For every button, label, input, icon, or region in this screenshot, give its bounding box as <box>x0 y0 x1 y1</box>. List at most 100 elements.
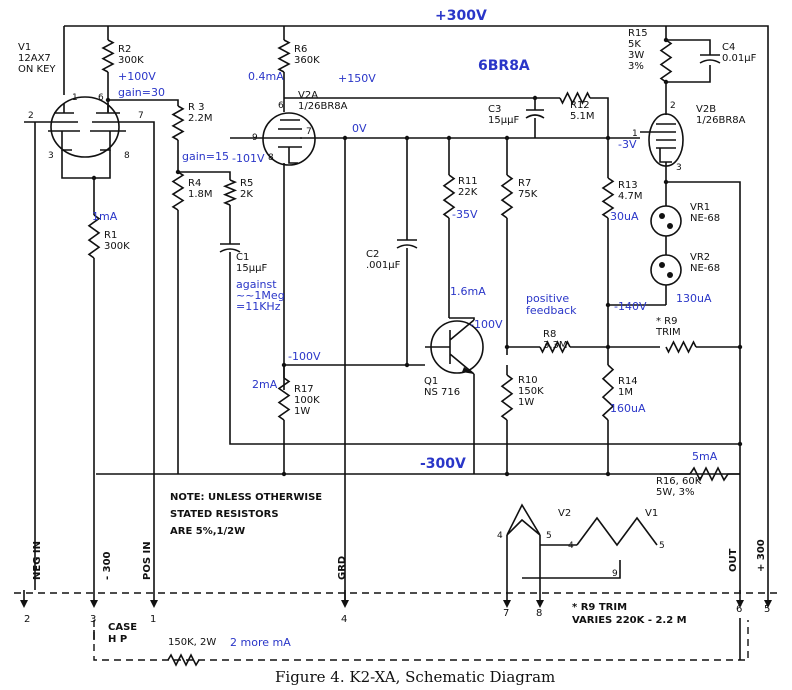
tube-pin-number: 2 <box>28 111 34 121</box>
terminal-number: 8 <box>536 608 542 619</box>
capacitors <box>219 54 721 275</box>
r14-label: 1M <box>618 387 633 398</box>
annot-5ma: 5mA <box>692 450 718 463</box>
resistor-zigzag <box>601 364 615 421</box>
terminals <box>14 578 778 661</box>
note-text: ARE 5%,1/2W <box>170 526 245 537</box>
rails <box>64 25 769 590</box>
terminal-number: 1 <box>150 614 156 625</box>
note-text: STATED RESISTORS <box>170 509 279 520</box>
v2b-label: 1/26BR8A <box>696 115 746 126</box>
r11-label: 22K <box>458 187 478 198</box>
r13-label: R13 <box>618 180 638 191</box>
resistor-zigzag <box>87 214 101 259</box>
trim-note: VARIES 220K - 2.2 M <box>572 615 687 626</box>
tube-pin-number: 1 <box>632 129 638 139</box>
annot-30ua: 30uA <box>610 210 639 223</box>
r6-label: 360K <box>294 55 320 66</box>
annot-2ma: 2mA <box>252 378 278 391</box>
r17-label: R17 <box>294 384 314 395</box>
base-pin-number: 9 <box>612 569 618 579</box>
r6-label: R6 <box>294 44 307 55</box>
terminal-pos-in-label: POS IN <box>142 541 153 580</box>
annot-160ua: 160uA <box>610 402 646 415</box>
v1-label: V1 <box>18 42 31 53</box>
c2-label: .001µF <box>366 260 401 271</box>
r9-label: TRIM <box>655 327 681 338</box>
r13-label: 4.7M <box>618 191 643 202</box>
resistor-zigzag <box>559 91 591 105</box>
r8-label: R8 <box>543 329 556 340</box>
tube-type-label: 6BR8A <box>478 58 530 74</box>
r3-label: R 3 <box>188 102 205 113</box>
v1-label: 12AX7 <box>18 53 51 64</box>
r16-label: 5W, 3% <box>656 487 694 498</box>
r3-label: 2.2M <box>188 113 213 124</box>
c4-label: 0.01µF <box>722 53 757 64</box>
r15-label: R15 <box>628 28 648 39</box>
resistor-zigzag <box>171 171 185 211</box>
rail-neg-label: -300V <box>420 456 466 472</box>
r150k-label: 150K, 2W <box>168 637 216 648</box>
terminal-plus300-label: + 300 <box>756 539 767 572</box>
resistor-zigzag <box>539 340 571 354</box>
vr2-label: NE-68 <box>690 263 720 274</box>
tube-pin-number: 8 <box>268 153 274 163</box>
terminal-number: 2 <box>24 614 30 625</box>
terminal-grd-label: GRD <box>337 556 348 580</box>
tube-pin-number: 6 <box>98 93 104 103</box>
r16-and-case-resistor <box>167 466 740 667</box>
base-v2-label: V2 <box>558 508 571 519</box>
annot-minus35v: -35V <box>452 208 478 221</box>
annot-minus3v: -3V <box>618 138 637 151</box>
rail-pos-label: +300V <box>435 8 487 24</box>
terminal-number: 7 <box>503 608 509 619</box>
r10-label: R10 <box>518 375 538 386</box>
tube-pin-number: 2 <box>670 101 676 111</box>
tube-pin-number: 7 <box>306 127 312 137</box>
r11-label: R11 <box>458 176 478 187</box>
c1-label: C1 <box>236 252 249 263</box>
r2-label: 300K <box>118 55 144 66</box>
resistor-zigzag <box>500 174 514 219</box>
vr1-label: VR1 <box>690 202 710 213</box>
resistor-zigzag <box>601 177 615 219</box>
r2-label: R2 <box>118 44 131 55</box>
tube-pin-number: 3 <box>676 163 682 173</box>
terminal-case-label: H P <box>108 634 127 645</box>
annot-minus100v-q1: -100V <box>470 318 503 331</box>
c1-label: 15µµF <box>236 263 267 274</box>
annot-16ma: 1.6mA <box>450 285 486 298</box>
resistor-zigzag <box>659 39 673 83</box>
annot-against: against <box>236 278 277 291</box>
annot-130ua: 130uA <box>676 292 712 305</box>
vr2-neon-symbol <box>650 254 682 286</box>
v1-section <box>24 26 741 592</box>
v2b-tube-symbol <box>640 113 684 167</box>
r17-label: 100K <box>294 395 320 406</box>
r1-label: 300K <box>104 241 130 252</box>
tube-pin-number: 7 <box>138 111 144 121</box>
annot-minus101v: -101V <box>232 152 265 165</box>
r17-label: 1W <box>294 406 310 417</box>
resistor-zigzag <box>277 39 291 73</box>
r10-label: 1W <box>518 397 534 408</box>
r15-label: 3W <box>628 50 644 61</box>
annot-0v: 0V <box>352 122 367 135</box>
resistor-zigzag <box>665 340 697 354</box>
resistor-zigzag <box>171 105 185 141</box>
tube-pin-number: 3 <box>48 151 54 161</box>
c3-label: 15µµF <box>488 115 519 126</box>
tube-pin-number: 1 <box>72 93 78 103</box>
r15-label: 3% <box>628 61 644 72</box>
base-pin-number: 5 <box>546 531 552 541</box>
annot-against: ~~1Meg <box>236 289 285 302</box>
vr1-label: NE-68 <box>690 213 720 224</box>
base-pin-number: 5 <box>659 541 665 551</box>
r7-label: R7 <box>518 178 531 189</box>
r8-label: 3.3M <box>543 340 568 351</box>
tube-pin-number: 6 <box>278 101 284 111</box>
r10-label: 150K <box>518 386 544 397</box>
v2b-label: V2B <box>696 104 716 115</box>
